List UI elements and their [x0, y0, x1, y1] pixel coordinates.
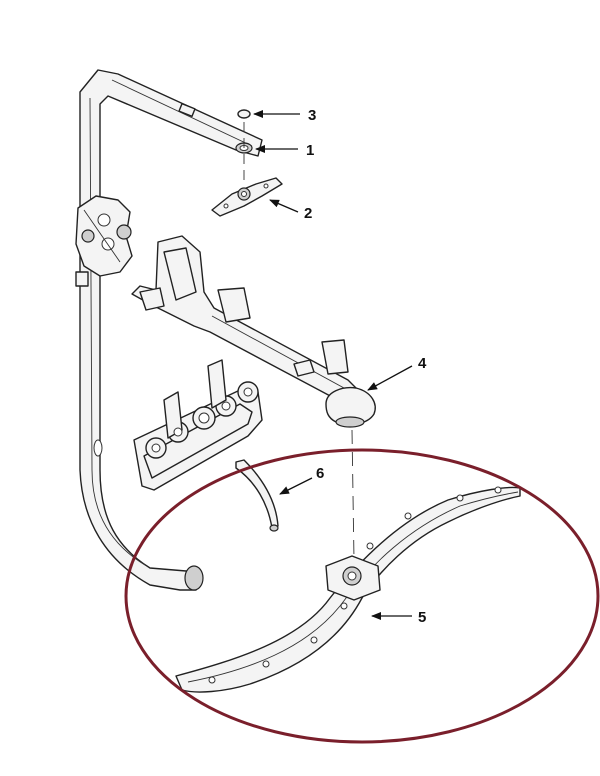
highlight-ellipse: [124, 448, 600, 744]
part-4-manifold: [131, 235, 361, 405]
part-5-lower-spray-arm: [175, 486, 521, 693]
callout-leaders: [253, 110, 413, 620]
callout-4: 4: [418, 355, 427, 372]
leader-4: [367, 365, 413, 391]
callout-2: 2: [304, 205, 312, 222]
part-3-cap: [237, 109, 251, 119]
part-4-hub: [325, 386, 376, 428]
callout-6: 6: [316, 465, 324, 482]
leader-2: [269, 199, 299, 213]
part-2-upper-spray-arm: [211, 177, 283, 217]
mounting-clip: [75, 195, 133, 277]
rack-clip-assembly: [133, 359, 263, 491]
part-6-tube: [235, 459, 279, 532]
leader-6: [279, 477, 313, 495]
callout-1: 1: [306, 142, 314, 159]
callout-3: 3: [308, 107, 316, 124]
callout-5: 5: [418, 609, 426, 626]
